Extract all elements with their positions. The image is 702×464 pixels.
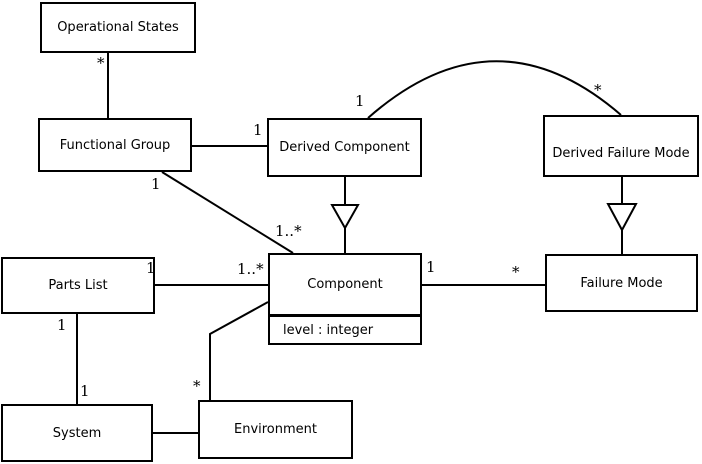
edge-component-environment	[209, 301, 269, 400]
multiplicity-label: *	[594, 81, 602, 99]
class-parts-list[interactable]: Parts List	[1, 257, 155, 314]
multiplicity-label: 1..*	[275, 222, 302, 240]
generalization-triangle-icon	[330, 204, 360, 231]
multiplicity-label: 1..*	[237, 260, 264, 278]
class-functional-group[interactable]: Functional Group	[38, 118, 192, 172]
multiplicity-label: 1	[80, 382, 90, 400]
multiplicity-label: *	[97, 54, 105, 72]
multiplicity-label: 1	[151, 175, 161, 193]
class-failure-mode[interactable]: Failure Mode	[545, 254, 698, 312]
class-name: Environment	[233, 422, 317, 437]
multiplicity-label: 1	[253, 121, 263, 139]
multiplicity-label: *	[512, 263, 520, 281]
multiplicity-label: 1	[426, 258, 436, 276]
class-name: Operational States	[57, 20, 179, 35]
class-name: Component	[307, 277, 383, 292]
class-name: Derived Component	[279, 140, 410, 155]
multiplicity-label: 1	[355, 92, 365, 110]
class-attribute: level : integer	[283, 322, 374, 338]
edge-derived-component-component	[330, 177, 360, 253]
generalization-triangle-icon	[606, 203, 638, 233]
multiplicity-label: 1	[57, 316, 67, 334]
class-name: Parts List	[48, 278, 108, 293]
multiplicity-label: *	[193, 377, 201, 395]
edge-derived-failure-mode-failure-mode	[606, 177, 638, 254]
class-attribute-compartment: level : integer	[270, 317, 420, 343]
class-name: Derived Failure Mode	[552, 145, 690, 161]
class-name-compartment: Component	[270, 255, 420, 317]
edge-functional-group-component	[161, 171, 294, 254]
class-name: System	[52, 425, 102, 441]
class-name: Functional Group	[59, 137, 171, 153]
multiplicity-label: 1	[146, 259, 156, 277]
class-derived-component[interactable]: Derived Component	[267, 118, 422, 177]
class-component[interactable]: Component level : integer	[268, 253, 422, 345]
edge-derived-component-derived-failure-mode	[367, 60, 622, 119]
class-name: Failure Mode	[580, 275, 663, 291]
class-operational-states[interactable]: Operational States	[40, 2, 196, 53]
class-environment[interactable]: Environment	[198, 400, 353, 459]
class-system[interactable]: System	[1, 404, 153, 462]
class-derived-failure-mode[interactable]: Derived Failure Mode	[543, 115, 699, 177]
